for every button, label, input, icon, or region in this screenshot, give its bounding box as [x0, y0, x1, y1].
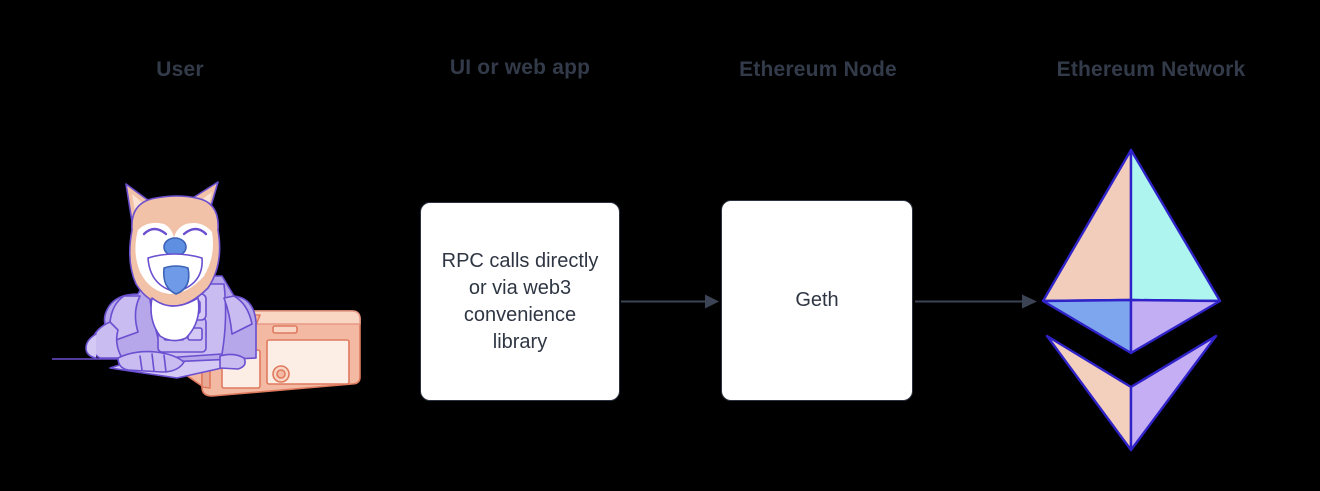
user-mascot-illustration	[51, 172, 362, 400]
process-box-rpc-calls[interactable]: RPC calls directly or via web3 convenien…	[420, 202, 620, 401]
process-box-rpc-calls-label: RPC calls directly or via web3 convenien…	[441, 249, 599, 353]
arrow-ui-to-node	[621, 294, 719, 309]
process-box-geth[interactable]: Geth	[721, 200, 913, 401]
column-header-ethereum-node: Ethereum Node	[739, 58, 897, 81]
column-header-ethereum-network: Ethereum Network	[1056, 58, 1246, 81]
ethereum-logo-icon	[1041, 148, 1222, 452]
column-header-user: User	[156, 58, 204, 81]
process-box-geth-label: Geth	[795, 289, 839, 311]
column-header-ui-web-app: UI or web app	[449, 56, 591, 79]
arrow-node-to-network	[915, 294, 1037, 309]
